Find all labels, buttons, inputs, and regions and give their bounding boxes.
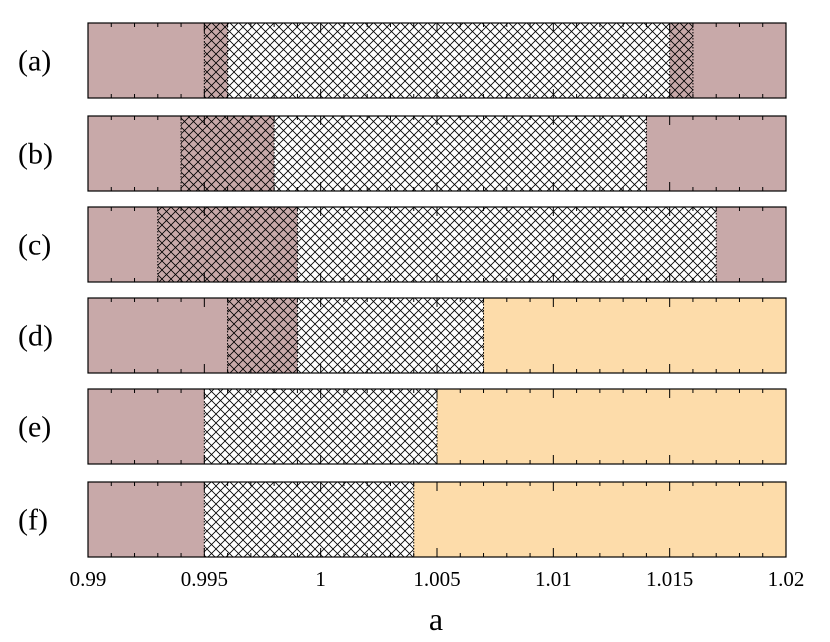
x-tick-label: 1.015 — [646, 567, 693, 591]
panel-f: (f) — [18, 481, 787, 558]
hatched-region — [227, 23, 670, 98]
x-axis-label: a — [429, 601, 443, 637]
panel-label: (d) — [18, 320, 53, 353]
hatched-region — [297, 207, 717, 282]
region-segment — [88, 389, 205, 464]
region-segment — [413, 482, 786, 557]
region-segment — [437, 389, 786, 464]
x-tick-label: 1.005 — [413, 567, 460, 591]
panel-label: (c) — [18, 229, 51, 262]
region-segment — [646, 116, 786, 191]
hatched-region — [227, 298, 298, 373]
panel-label: (e) — [18, 411, 51, 444]
hatched-region — [204, 23, 228, 98]
panel-label: (f) — [18, 504, 48, 537]
x-tick-label: 1.01 — [535, 567, 572, 591]
x-tick-label: 1 — [315, 567, 326, 591]
panel-c: (c) — [18, 206, 787, 283]
hatched-region — [204, 482, 414, 557]
region-segment — [88, 298, 228, 373]
panel-label: (b) — [18, 138, 53, 171]
x-axis: 0.99 0.995 1 1.005 1.01 1.015 1.02 — [70, 567, 805, 591]
hatched-region — [204, 389, 437, 464]
panel-a: (a) — [18, 22, 787, 99]
x-tick-label: 0.99 — [70, 567, 107, 591]
hatched-region — [274, 116, 647, 191]
x-tick-label: 1.02 — [768, 567, 805, 591]
hatched-region — [157, 207, 298, 282]
region-segment — [483, 298, 786, 373]
hatched-region — [181, 116, 275, 191]
hatched-region — [297, 298, 484, 373]
hatched-region — [669, 23, 693, 98]
panel-b: (b) — [18, 115, 787, 192]
x-tick-label: 0.995 — [181, 567, 228, 591]
region-segment — [88, 482, 205, 557]
panels-group: (a) (b) (c) (d) (e) (f) — [18, 22, 787, 558]
region-segment — [88, 23, 205, 98]
panel-d: (d) — [18, 297, 787, 374]
panel-label: (a) — [18, 45, 51, 78]
region-segment — [716, 207, 786, 282]
region-segment — [88, 207, 158, 282]
region-segment — [88, 116, 182, 191]
region-segment — [692, 23, 786, 98]
panel-e: (e) — [18, 388, 787, 465]
